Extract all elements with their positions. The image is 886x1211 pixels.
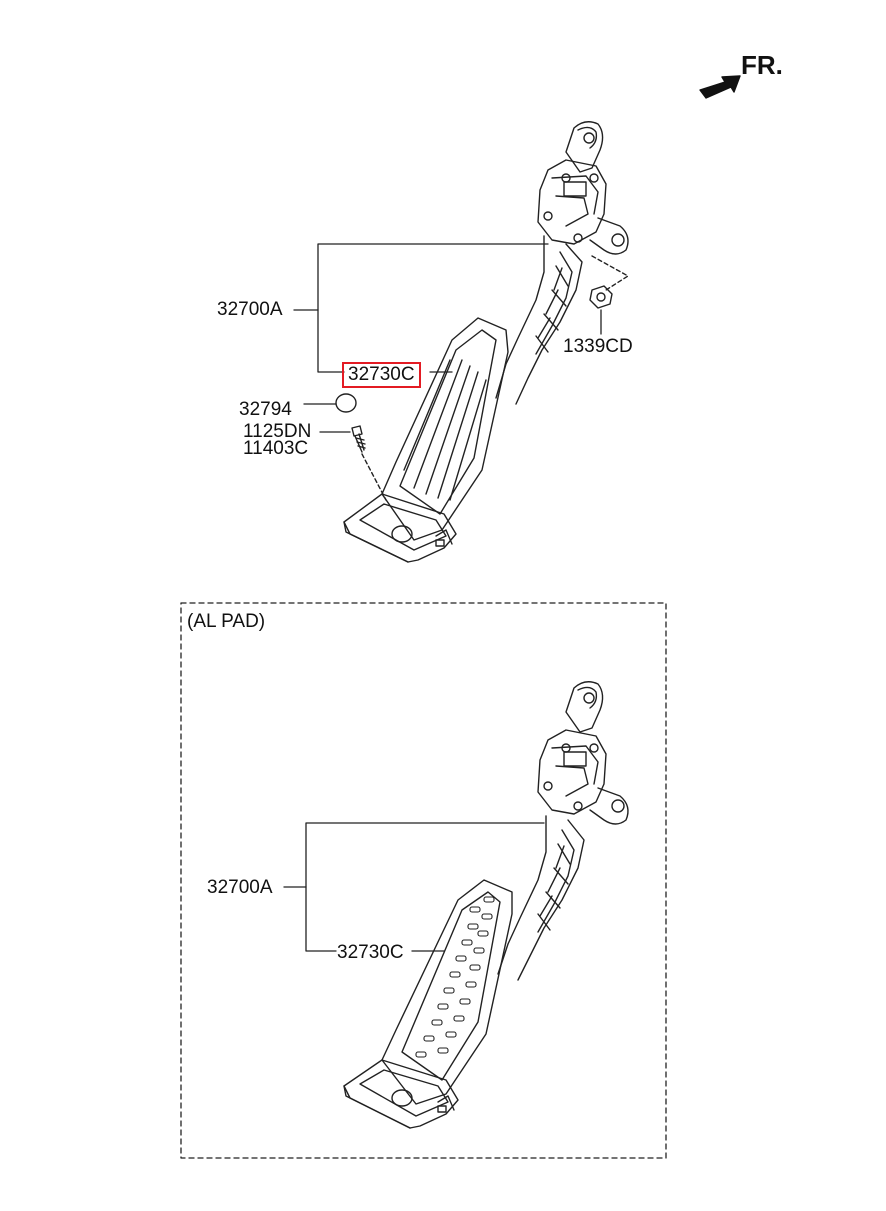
al-pad-title: (AL PAD) bbox=[187, 611, 266, 632]
label-nut-1339cd[interactable]: 1339CD bbox=[563, 336, 633, 357]
accelerator-pedal-drawing bbox=[335, 121, 629, 563]
al-pad-box bbox=[180, 602, 667, 1159]
label-bolt-11403c[interactable]: 11403C bbox=[243, 438, 309, 459]
main-leader-lines bbox=[293, 243, 602, 433]
label-assembly-32700a[interactable]: 32700A bbox=[217, 299, 283, 320]
front-direction-label: FR. bbox=[741, 50, 783, 80]
label-al-pad-32730c[interactable]: 32730C bbox=[337, 942, 404, 963]
label-al-assembly-32700a[interactable]: 32700A bbox=[207, 877, 273, 898]
front-arrow-icon bbox=[699, 75, 741, 99]
label-stopper-32794[interactable]: 32794 bbox=[239, 399, 292, 420]
label-bolt-1125dn[interactable]: 1125DN bbox=[243, 421, 312, 442]
al-pad-pedal-drawing bbox=[343, 681, 629, 1129]
label-pad-32730c-highlighted[interactable]: 32730C bbox=[342, 362, 421, 388]
al-pad-leader-lines bbox=[283, 822, 545, 952]
